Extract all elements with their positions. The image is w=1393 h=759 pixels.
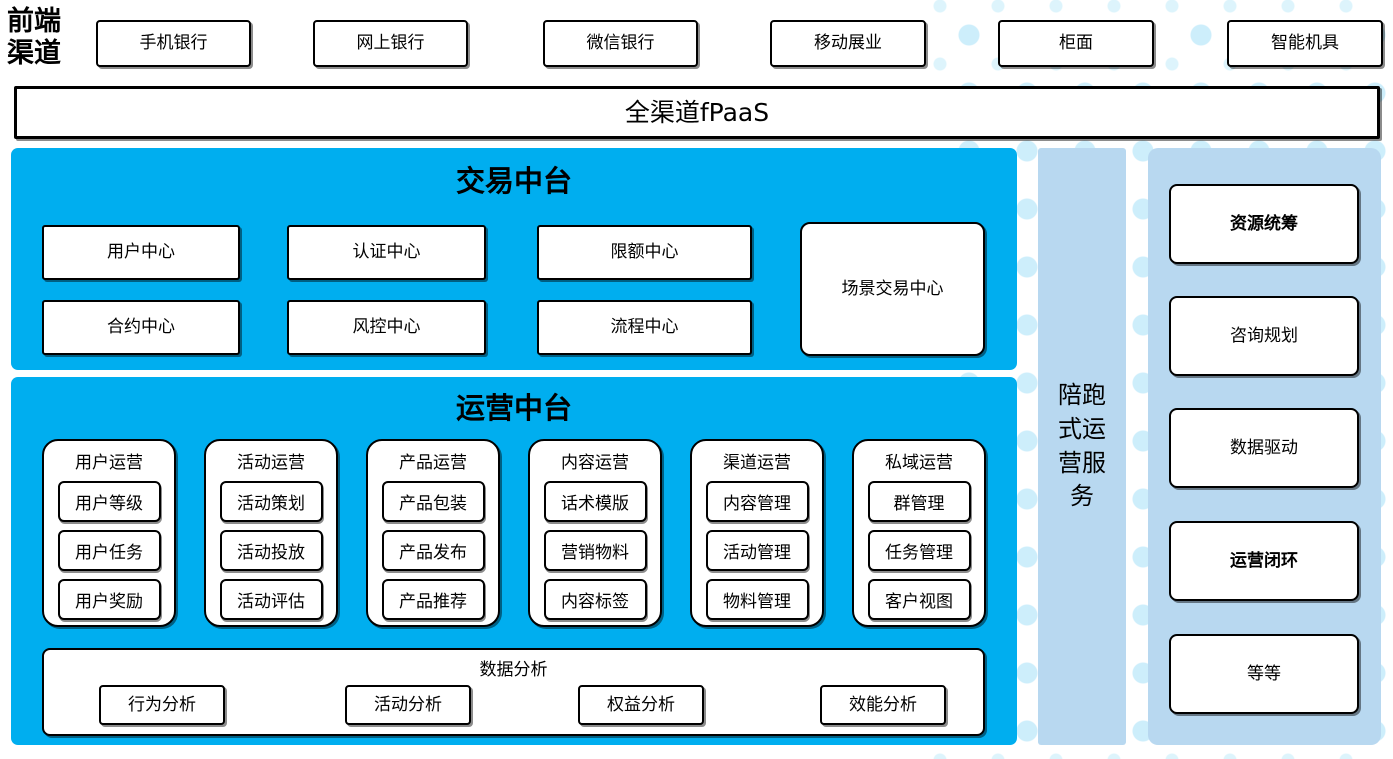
transaction-platform-title: 交易中台 [455, 164, 572, 198]
op-column-user-operation: 用户运营 用户等级 用户任务 用户奖励 [42, 439, 176, 627]
op-item: 用户奖励 [57, 579, 161, 620]
op-item: 内容标签 [543, 579, 647, 620]
channel-box-smart-device: 智能机具 [1227, 20, 1383, 67]
op-column-title: 渠道运营 [723, 453, 791, 473]
accompanying-service-label: 陪跑式运营服务 [1058, 381, 1106, 511]
op-column-title: 内容运营 [561, 453, 629, 473]
operation-platform-title: 运营中台 [455, 391, 572, 425]
data-analysis-title: 数据分析 [479, 660, 548, 680]
front-channels-label: 前端渠道 [7, 6, 61, 69]
channel-box-counter: 柜面 [998, 20, 1154, 67]
op-item: 活动管理 [705, 530, 809, 571]
op-column-channel-operation: 渠道运营 内容管理 活动管理 物料管理 [690, 439, 824, 627]
transaction-platform-panel: 交易中台 用户中心 认证中心 限额中心 合约中心 风控中心 流程中心 场景交易中… [11, 148, 1017, 370]
service-box-operation-loop: 运营闭环 [1169, 521, 1359, 601]
center-box-contract: 合约中心 [42, 300, 240, 355]
op-item: 产品发布 [381, 530, 485, 571]
op-item: 营销物料 [543, 530, 647, 571]
op-column-activity-operation: 活动运营 活动策划 活动投放 活动评估 [204, 439, 338, 627]
channel-box-wechat-banking: 微信银行 [543, 20, 698, 67]
analysis-box-efficiency: 效能分析 [820, 685, 946, 725]
op-item: 用户等级 [57, 481, 161, 522]
op-item: 用户任务 [57, 530, 161, 571]
service-box-etc: 等等 [1169, 634, 1359, 714]
op-item: 内容管理 [705, 481, 809, 522]
center-box-process: 流程中心 [537, 300, 752, 355]
op-item: 活动策划 [219, 481, 323, 522]
accompanying-service-strip: 陪跑式运营服务 [1038, 148, 1126, 745]
data-analysis-panel: 数据分析 行为分析 活动分析 权益分析 效能分析 [42, 648, 985, 736]
operation-platform-panel: 运营中台 用户运营 用户等级 用户任务 用户奖励 活动运营 活动策划 活动投放 … [11, 377, 1017, 745]
center-box-risk: 风控中心 [287, 300, 486, 355]
service-box-consulting-planning: 咨询规划 [1169, 296, 1359, 376]
op-item: 活动评估 [219, 579, 323, 620]
op-item: 产品推荐 [381, 579, 485, 620]
op-item: 活动投放 [219, 530, 323, 571]
service-box-resource-coordination: 资源统筹 [1169, 184, 1359, 264]
op-column-title: 活动运营 [237, 453, 305, 473]
op-item: 任务管理 [867, 530, 971, 571]
fpaas-bar: 全渠道fPaaS [14, 86, 1380, 139]
op-item: 产品包装 [381, 481, 485, 522]
op-item: 话术模版 [543, 481, 647, 522]
op-item: 客户视图 [867, 579, 971, 620]
op-column-title: 用户运营 [75, 453, 143, 473]
analysis-box-behavior: 行为分析 [99, 685, 225, 725]
analysis-box-rights: 权益分析 [578, 685, 704, 725]
center-box-user: 用户中心 [42, 225, 240, 280]
scene-transaction-center-box: 场景交易中心 [800, 222, 985, 356]
center-box-auth: 认证中心 [287, 225, 486, 280]
op-column-title: 产品运营 [399, 453, 467, 473]
analysis-box-activity: 活动分析 [345, 685, 471, 725]
channel-box-online-banking: 网上银行 [313, 20, 468, 67]
channel-box-mobile-banking: 手机银行 [96, 20, 251, 67]
service-panel: 资源统筹 咨询规划 数据驱动 运营闭环 等等 [1148, 148, 1381, 745]
op-item: 物料管理 [705, 579, 809, 620]
op-column-product-operation: 产品运营 产品包装 产品发布 产品推荐 [366, 439, 500, 627]
op-item: 群管理 [867, 481, 971, 522]
op-column-title: 私域运营 [885, 453, 953, 473]
channel-box-mobile-marketing: 移动展业 [770, 20, 926, 67]
service-box-data-driven: 数据驱动 [1169, 408, 1359, 488]
center-box-limit: 限额中心 [537, 225, 752, 280]
op-column-private-domain-operation: 私域运营 群管理 任务管理 客户视图 [852, 439, 986, 627]
op-column-content-operation: 内容运营 话术模版 营销物料 内容标签 [528, 439, 662, 627]
